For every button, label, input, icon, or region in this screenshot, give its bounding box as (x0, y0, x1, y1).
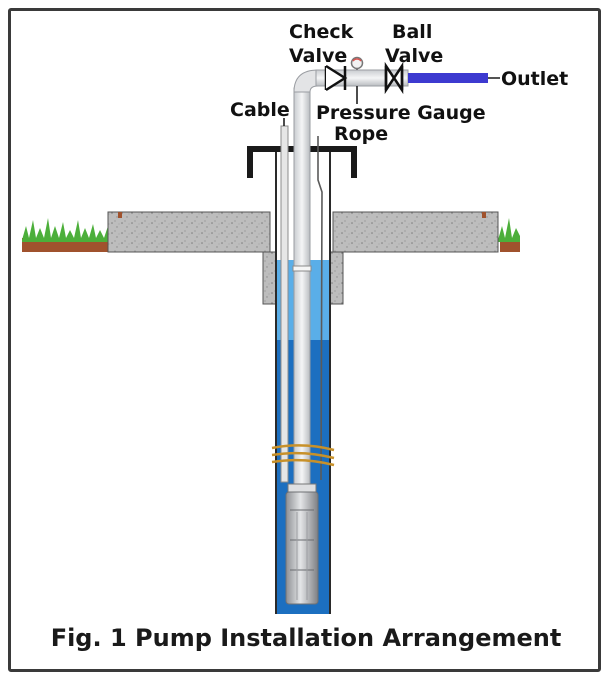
check-valve (324, 64, 348, 92)
ball-valve-label-line1: Ball (392, 21, 432, 43)
cable (280, 125, 289, 483)
pressure-gauge-label: Pressure Gauge (316, 102, 486, 124)
outlet-label: Outlet (501, 68, 568, 90)
rope-label: Rope (334, 123, 388, 145)
grass-left (22, 218, 108, 242)
pressure-gauge (350, 56, 364, 104)
check-valve-label-line1: Check (289, 21, 354, 43)
submersible-pump (285, 483, 319, 605)
cable-label: Cable (230, 99, 290, 121)
figure-caption: Fig. 1 Pump Installation Arrangement (51, 624, 562, 652)
ball-valve (384, 61, 404, 95)
cable-ties (271, 444, 335, 467)
grass-right (498, 218, 520, 242)
outlet-pipe (408, 73, 500, 83)
ground (22, 218, 520, 252)
ball-valve-label-line2: Valve (385, 45, 443, 67)
concrete-slab (107, 211, 499, 253)
rope (317, 136, 323, 481)
check-valve-label-line2: Valve (289, 45, 347, 67)
